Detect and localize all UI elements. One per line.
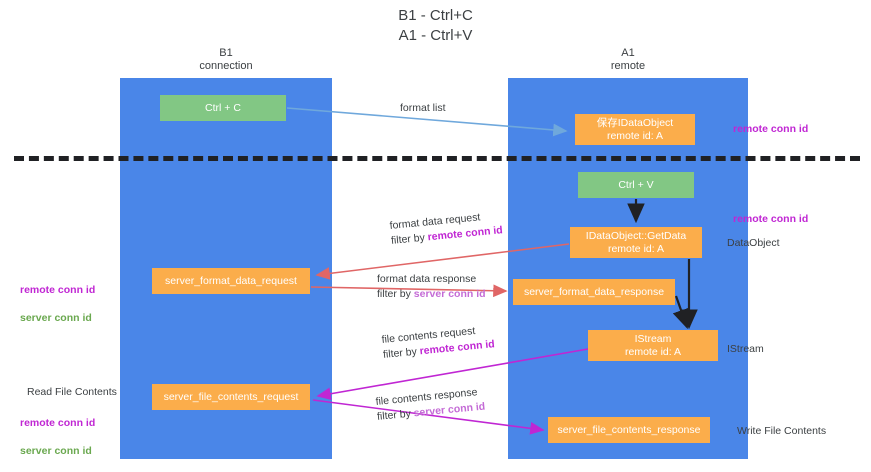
annotation-remote-conn-id: remote conn id xyxy=(20,284,96,296)
node-server-file-contents-response[interactable]: server_file_contents_response xyxy=(548,417,710,443)
lane-header-a1: A1 remote xyxy=(610,47,646,72)
filter-key-server-conn-id: server conn id xyxy=(413,288,486,300)
filter-prefix: filter by xyxy=(376,407,415,423)
annotation-conn-ids-format: remote conn id server conn id xyxy=(20,269,95,339)
annotation-remote-conn-id-mid: remote conn id xyxy=(733,213,809,225)
lane-header-b1: B1 connection xyxy=(199,47,253,72)
edge-label-format-data-response-text: format data response xyxy=(377,273,477,285)
annotation-server-conn-id: server conn id xyxy=(20,445,92,457)
node-server-format-data-response[interactable]: server_format_data_response xyxy=(513,279,675,305)
annotation-server-conn-id: server conn id xyxy=(20,312,92,324)
annotation-write-file-contents: Write File Contents xyxy=(737,425,827,437)
filter-prefix: filter by xyxy=(390,231,429,247)
node-idataobject-getdata[interactable]: IDataObject::GetData remote id: A xyxy=(570,227,702,258)
node-server-file-contents-request[interactable]: server_file_contents_request xyxy=(152,384,310,410)
edge-label-format-data-request: format data request filter by remote con… xyxy=(389,208,503,249)
annotation-istream: IStream xyxy=(727,343,764,355)
annotation-dataobject: DataObject xyxy=(727,237,780,249)
edge-label-file-contents-request: file contents request filter by remote c… xyxy=(381,322,495,363)
node-save-idataobject[interactable]: 保存IDataObject remote id: A xyxy=(575,114,695,145)
node-ctrl-c[interactable]: Ctrl + C xyxy=(160,95,286,121)
phase-divider xyxy=(14,156,860,161)
edge-label-format-list-text: format list xyxy=(400,102,446,114)
edge-label-format-data-response: format data response filter by server co… xyxy=(377,272,486,302)
node-server-format-data-request[interactable]: server_format_data_request xyxy=(152,268,310,294)
filter-prefix: filter by xyxy=(382,345,421,361)
node-ctrl-v[interactable]: Ctrl + V xyxy=(578,172,694,198)
node-istream[interactable]: IStream remote id: A xyxy=(588,330,718,361)
annotation-remote-conn-id-top: remote conn id xyxy=(733,123,809,135)
page-title: B1 - Ctrl+C A1 - Ctrl+V xyxy=(398,7,473,44)
annotation-read-file-contents: Read File Contents xyxy=(27,386,117,398)
edge-label-format-data-response-filter: filter by server conn id xyxy=(377,287,486,302)
edge-label-format-list: format list xyxy=(400,101,446,116)
filter-prefix: filter by xyxy=(377,288,414,300)
annotation-remote-conn-id: remote conn id xyxy=(20,417,96,429)
edge-label-file-contents-response: file contents response filter by server … xyxy=(375,385,486,425)
annotation-conn-ids-file: remote conn id server conn id xyxy=(20,402,95,472)
